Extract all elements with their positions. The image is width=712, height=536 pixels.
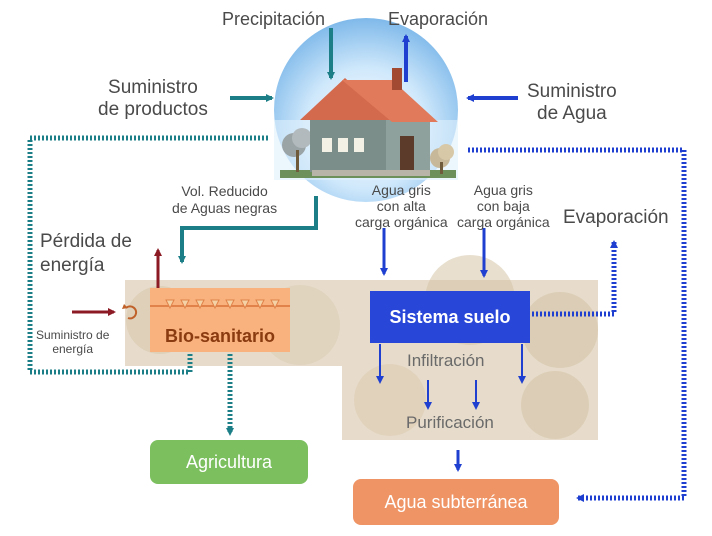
label-vol-reducido: Vol. Reducido de Aguas negras [172, 183, 278, 216]
drip-marker [240, 299, 250, 310]
recarga-loop-line [468, 147, 687, 502]
drip-marker [255, 299, 265, 310]
drip-marker [180, 299, 190, 310]
house-scene [274, 18, 458, 202]
house-icon [300, 68, 438, 176]
tree-icon [430, 144, 454, 174]
sistema-suelo-label: Sistema suelo [389, 306, 511, 327]
drip-marker [165, 299, 175, 310]
drip-marker [270, 299, 280, 310]
label-agua-gris-alta: Agua gris con alta carga orgánica [355, 182, 448, 230]
bio-drips [165, 299, 280, 310]
bio-sanitario-label: Bio-sanitario [164, 325, 275, 346]
tree-icon [282, 128, 312, 172]
aguas-negras-arrow [178, 196, 318, 264]
label-suministro-agua: Suministro de Agua [527, 81, 617, 124]
label-purificacion: Purificación [406, 413, 494, 432]
label-suministro-energia: Suministro de energía [36, 328, 110, 356]
agua-subterranea-box: Agua subterránea [353, 479, 559, 525]
evaporacion-right-line [532, 240, 618, 317]
label-suministro-productos: Suministro de productos [98, 77, 208, 120]
drip-marker [210, 299, 220, 310]
label-evaporacion-right: Evaporación [563, 207, 669, 228]
reuse-loop-line [27, 135, 268, 375]
bio-sanitario-box [150, 288, 290, 352]
label-agua-gris-baja: Agua gris con baja carga orgánica [457, 182, 550, 230]
drip-marker [195, 299, 205, 310]
drip-marker [225, 299, 235, 310]
label-perdida-energia: Pérdida de energía [40, 231, 132, 276]
agricultura-box: Agricultura [150, 440, 308, 484]
label-infiltracion: Infiltración [407, 351, 485, 370]
label-evaporacion-top: Evaporación [388, 9, 489, 29]
cycle-icon [122, 304, 138, 320]
sistema-suelo-box [370, 291, 530, 343]
label-precipitacion: Precipitación [222, 9, 326, 29]
